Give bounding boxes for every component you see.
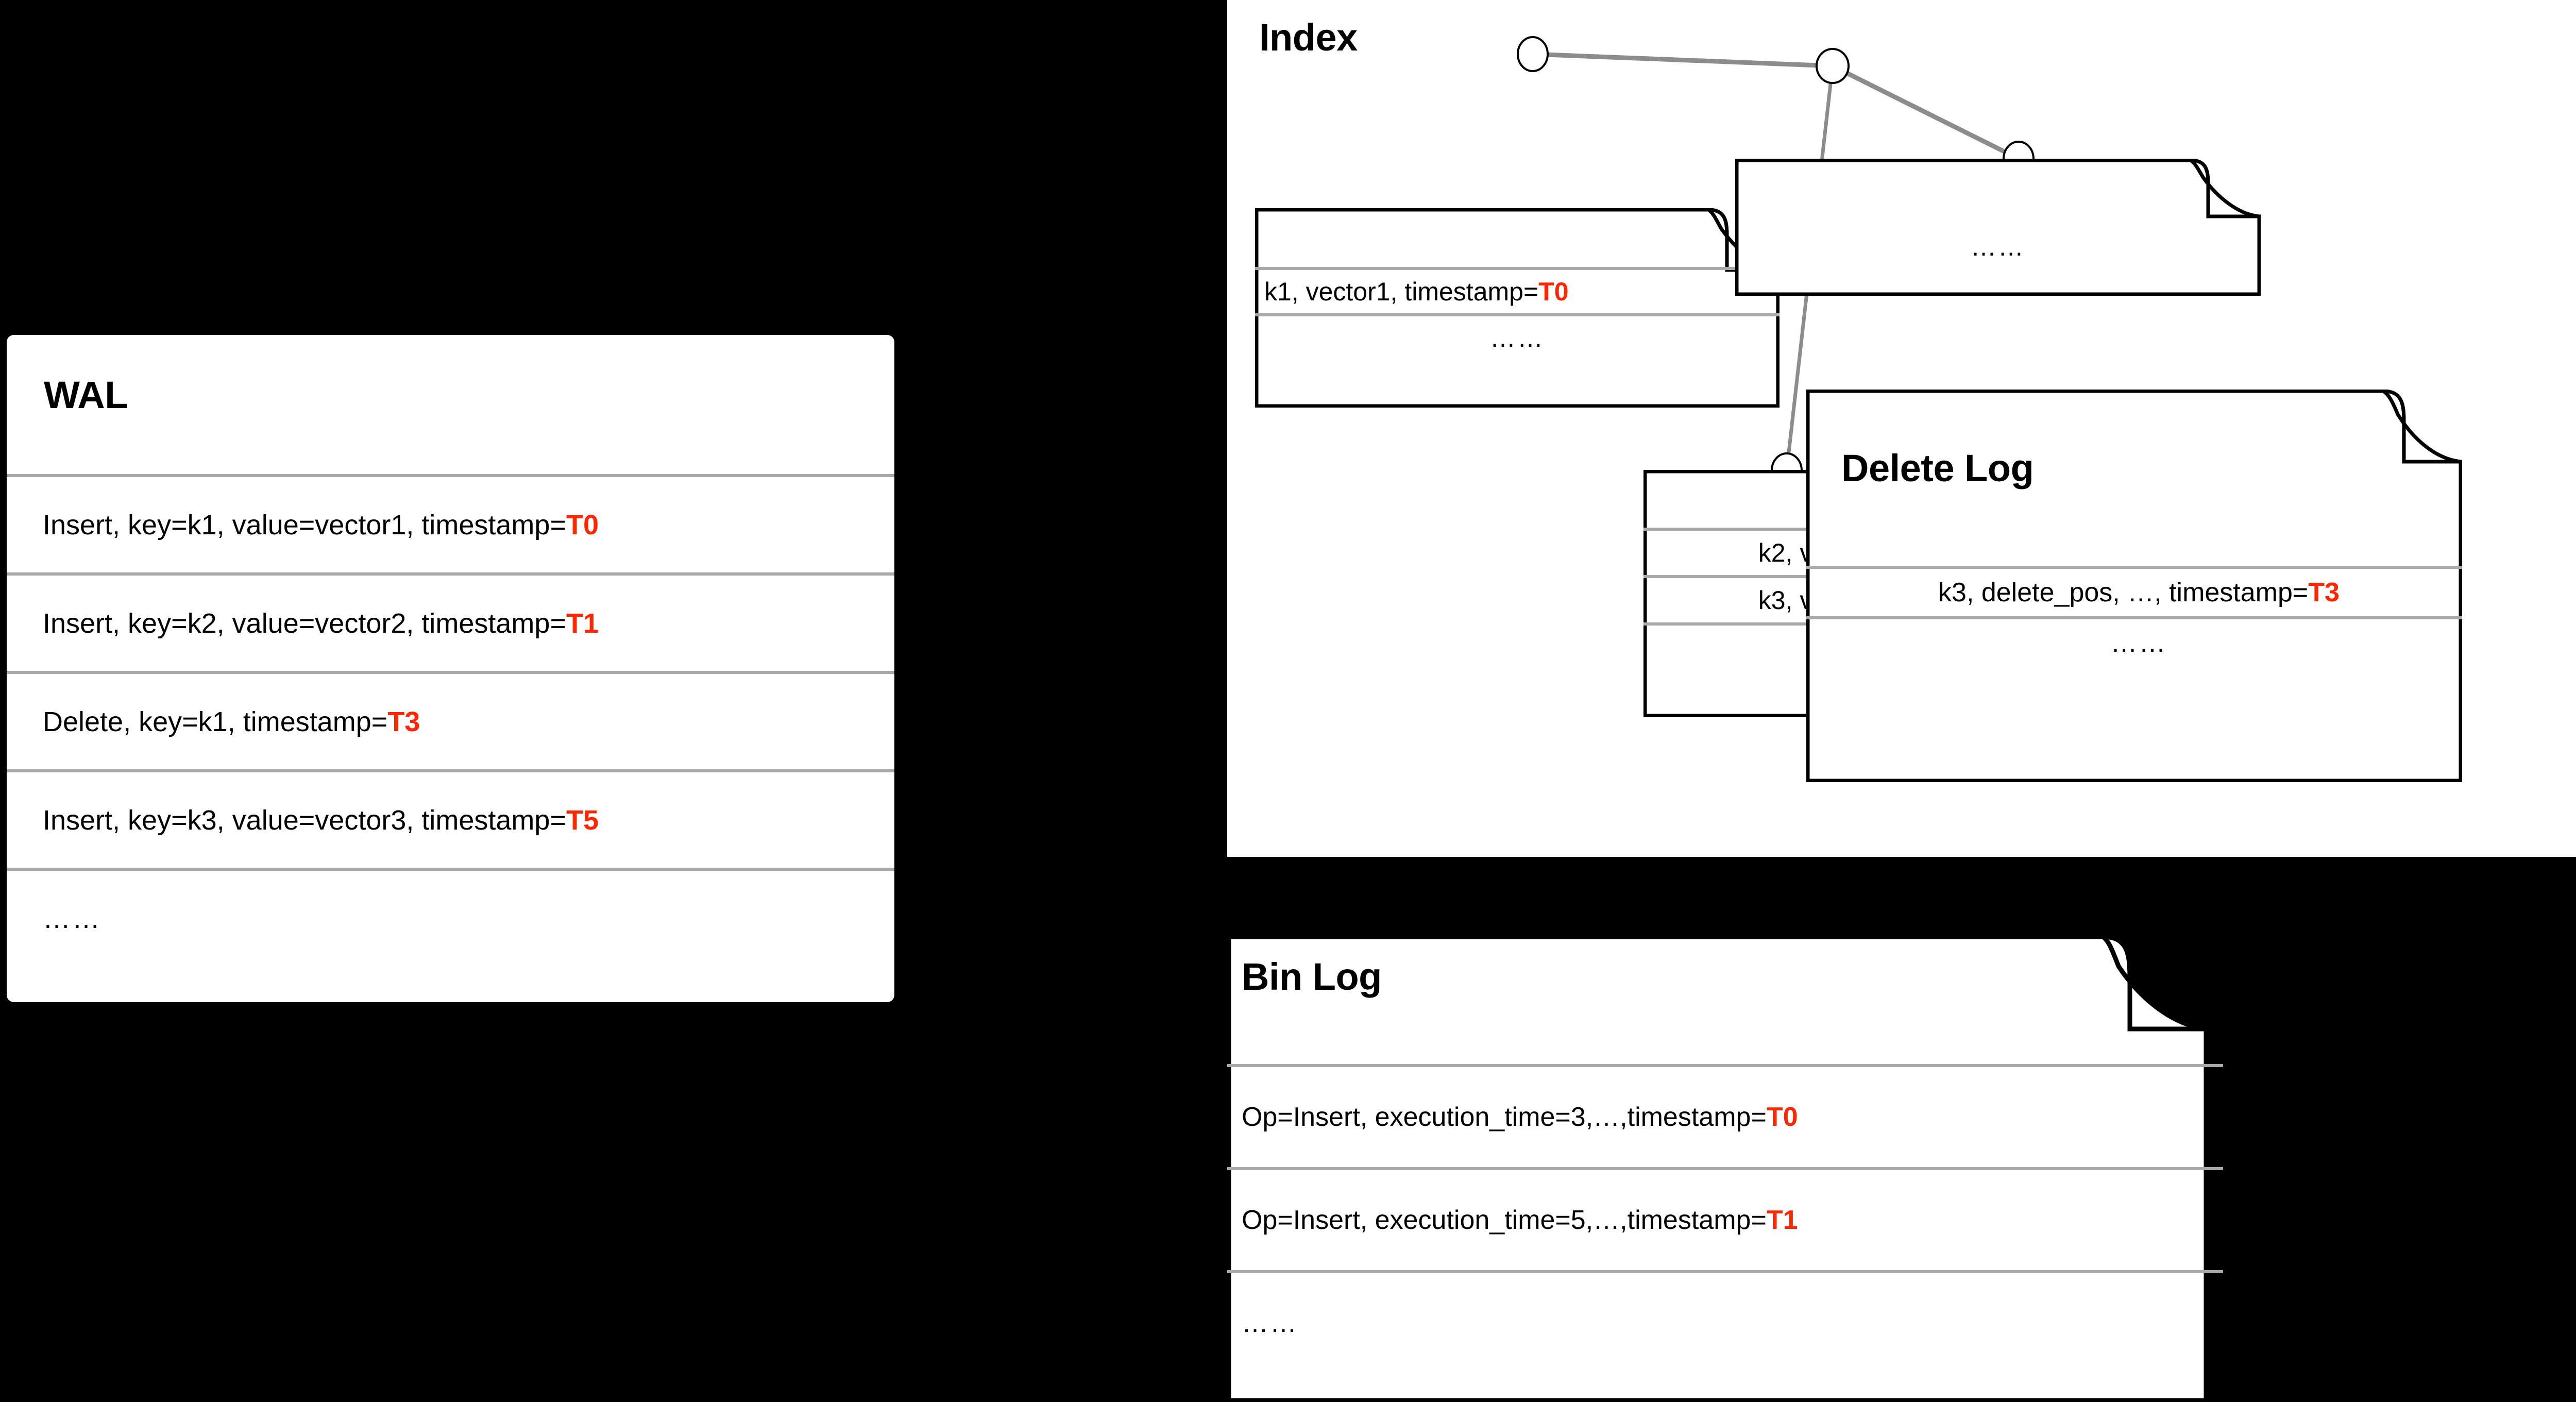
delete-log-row-timestamp: T3 xyxy=(2308,578,2340,607)
wal-title: WAL xyxy=(44,374,128,416)
delete-log-row-text: …… xyxy=(2110,628,2167,658)
wal-row-list: Insert, key=k1, value=vector1, timestamp… xyxy=(7,474,894,966)
document-outline-icon xyxy=(1735,159,2261,296)
delete-log-document: Delete Log k3, delete_pos, …, timestamp=… xyxy=(1806,390,2462,782)
wal-row-timestamp: T3 xyxy=(387,706,420,737)
wal-row: Insert, key=k2, value=vector2, timestamp… xyxy=(7,572,894,671)
wal-row-text: Insert, key=k1, value=vector1, timestamp… xyxy=(43,509,566,540)
wal-row: Insert, key=k1, value=vector1, timestamp… xyxy=(7,474,894,572)
delete-log-row: …… xyxy=(1806,616,2462,667)
index-leaf-document-k1: k1, vector1, timestamp=T0 …… xyxy=(1255,208,1780,408)
wal-row-text: Insert, key=k2, value=vector2, timestamp… xyxy=(43,607,566,639)
delete-log-title: Delete Log xyxy=(1841,447,2034,489)
tree-edge-root-left xyxy=(1532,52,1833,69)
bin-log-row-text: Op=Insert, execution_time=5,…,timestamp= xyxy=(1242,1205,1767,1235)
doc-k1-row: k1, vector1, timestamp=T0 xyxy=(1255,267,1780,313)
delete-log-row-list: k3, delete_pos, …, timestamp=T3 …… xyxy=(1806,566,2462,667)
wal-row-timestamp: T5 xyxy=(566,804,599,836)
index-leaf-document-ellipsis: …… xyxy=(1735,159,2261,296)
delete-log-row: k3, delete_pos, …, timestamp=T3 xyxy=(1806,566,2462,616)
document-outline-icon xyxy=(1806,390,2462,782)
tree-edge-root-right xyxy=(1831,63,2020,161)
wal-row: …… xyxy=(7,868,894,966)
wal-row-text: Insert, key=k3, value=vector3, timestamp… xyxy=(43,804,566,836)
doc-k1-row-list: k1, vector1, timestamp=T0 …… xyxy=(1255,267,1780,360)
index-panel: Index k1, vector1, timestamp=T0 …… xyxy=(1227,0,2576,857)
bin-log-row-timestamp: T1 xyxy=(1766,1205,1798,1235)
tree-node-left xyxy=(1517,36,1549,72)
index-title: Index xyxy=(1259,16,1358,59)
wal-row-text: …… xyxy=(43,903,101,934)
wal-card: WAL Insert, key=k1, value=vector1, times… xyxy=(7,335,894,1002)
doc-ellipsis-text: …… xyxy=(1971,232,2025,261)
tree-node-root xyxy=(1816,48,1850,84)
bin-log-row-text: …… xyxy=(1242,1308,1298,1338)
delete-log-row-text: k3, delete_pos, …, timestamp= xyxy=(1938,578,2309,607)
doc-k1-row: …… xyxy=(1255,313,1780,360)
bin-log-row-timestamp: T0 xyxy=(1766,1102,1798,1132)
bin-log-row: Op=Insert, execution_time=3,…,timestamp=… xyxy=(1227,1064,2223,1167)
doc-k1-row-text: …… xyxy=(1490,324,1545,352)
bin-log-row-list: Op=Insert, execution_time=3,…,timestamp=… xyxy=(1227,1064,2223,1373)
bin-log-row-text: Op=Insert, execution_time=3,…,timestamp= xyxy=(1242,1102,1767,1132)
wal-row: Insert, key=k3, value=vector3, timestamp… xyxy=(7,769,894,868)
doc-k1-row-text: k1, vector1, timestamp= xyxy=(1264,277,1539,306)
bin-log-title: Bin Log xyxy=(1242,955,1382,998)
bin-log-row: Op=Insert, execution_time=5,…,timestamp=… xyxy=(1227,1167,2223,1270)
bin-log-row: …… xyxy=(1227,1270,2223,1373)
wal-row-timestamp: T1 xyxy=(566,607,599,639)
wal-row-timestamp: T0 xyxy=(566,509,599,540)
doc-k1-row-timestamp: T0 xyxy=(1538,277,1569,306)
wal-row: Delete, key=k1, timestamp=T3 xyxy=(7,671,894,769)
wal-row-text: Delete, key=k1, timestamp= xyxy=(43,706,388,737)
bin-log-document: Bin Log Op=Insert, execution_time=3,…,ti… xyxy=(1227,935,2223,1402)
